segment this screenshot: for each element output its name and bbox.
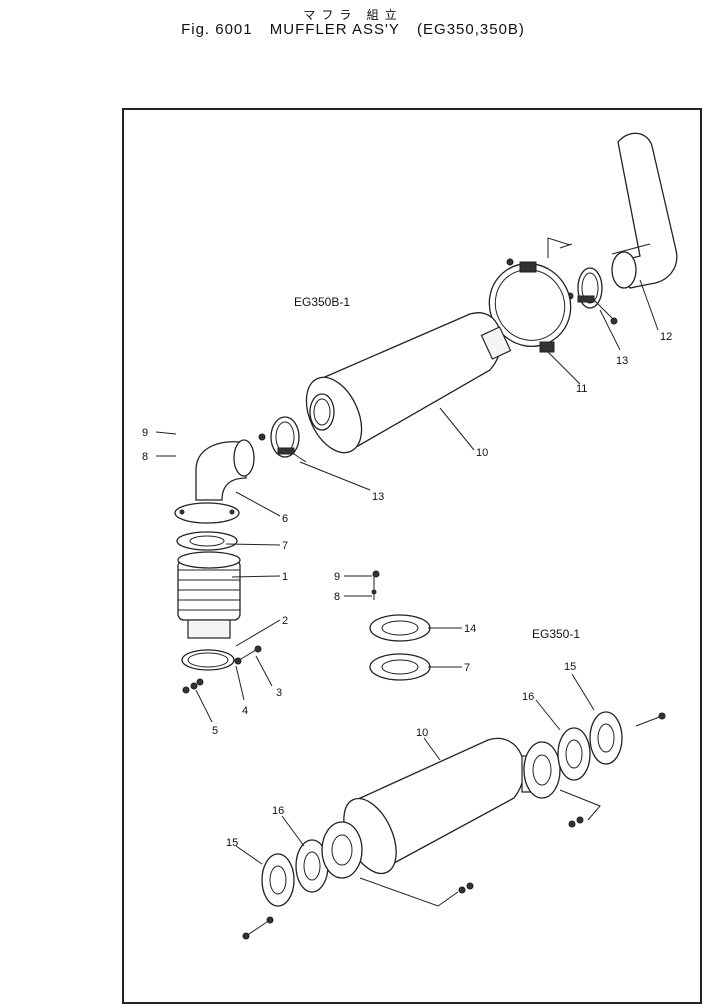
- model-list: (EG350,350B): [417, 21, 525, 38]
- bellows: [177, 551, 241, 639]
- figure-number: Fig. 6001: [181, 21, 253, 38]
- callout-12: 12: [660, 331, 672, 343]
- callout-3: 3: [276, 687, 282, 699]
- variant-label-eg350b: EG350B-1: [294, 295, 350, 309]
- callout-9-middle: 9: [334, 571, 340, 583]
- assembly-name: MUFFLER ASS'Y: [269, 21, 400, 38]
- callout-13-lower: 13: [372, 491, 384, 503]
- clamp-upper: [566, 267, 618, 325]
- callout-7-upper: 7: [282, 540, 288, 552]
- figure-title: Fig. 6001 MUFFLER ASS'Y (EG350,350B): [0, 21, 706, 38]
- callout-10-upper: 10: [476, 447, 488, 459]
- title-japanese: マフラ 組立: [303, 8, 403, 22]
- callout-9-upper: 9: [142, 427, 148, 439]
- callout-1: 1: [282, 571, 288, 583]
- drawing-frame: [122, 108, 702, 1004]
- callout-15-left: 15: [226, 837, 238, 849]
- gasket-middle: [369, 653, 431, 681]
- callout-14: 14: [464, 623, 476, 635]
- callout-13-upper: 13: [616, 355, 628, 367]
- callout-11: 11: [576, 383, 587, 395]
- flange-lower-right: [523, 711, 666, 828]
- fasteners-left: [182, 645, 262, 694]
- mounting-band: [488, 237, 573, 353]
- leader-lines: [155, 279, 659, 865]
- callout-15-right: 15: [564, 661, 576, 673]
- clamp-ring: [181, 649, 235, 671]
- clamp-lower: [258, 416, 307, 463]
- flange-lower-left: [242, 821, 474, 940]
- callout-6: 6: [282, 513, 288, 525]
- callout-8-upper: 8: [142, 451, 148, 463]
- callout-8-middle: 8: [334, 591, 340, 603]
- elbow-pipe: [174, 439, 255, 524]
- variant-label-eg350: EG350-1: [532, 627, 580, 641]
- tail-pipe: [611, 132, 678, 289]
- muffler-lower: [343, 737, 553, 875]
- callout-16-right: 16: [522, 691, 534, 703]
- gasket-upper: [176, 531, 238, 551]
- callout-4: 4: [242, 705, 248, 717]
- flange-14: [369, 570, 431, 642]
- callout-5: 5: [212, 725, 218, 737]
- muffler-upper: [305, 312, 512, 454]
- callout-2: 2: [282, 615, 288, 627]
- callout-10-lower: 10: [416, 727, 428, 739]
- callout-7-middle: 7: [464, 662, 470, 674]
- callout-16-left: 16: [272, 805, 284, 817]
